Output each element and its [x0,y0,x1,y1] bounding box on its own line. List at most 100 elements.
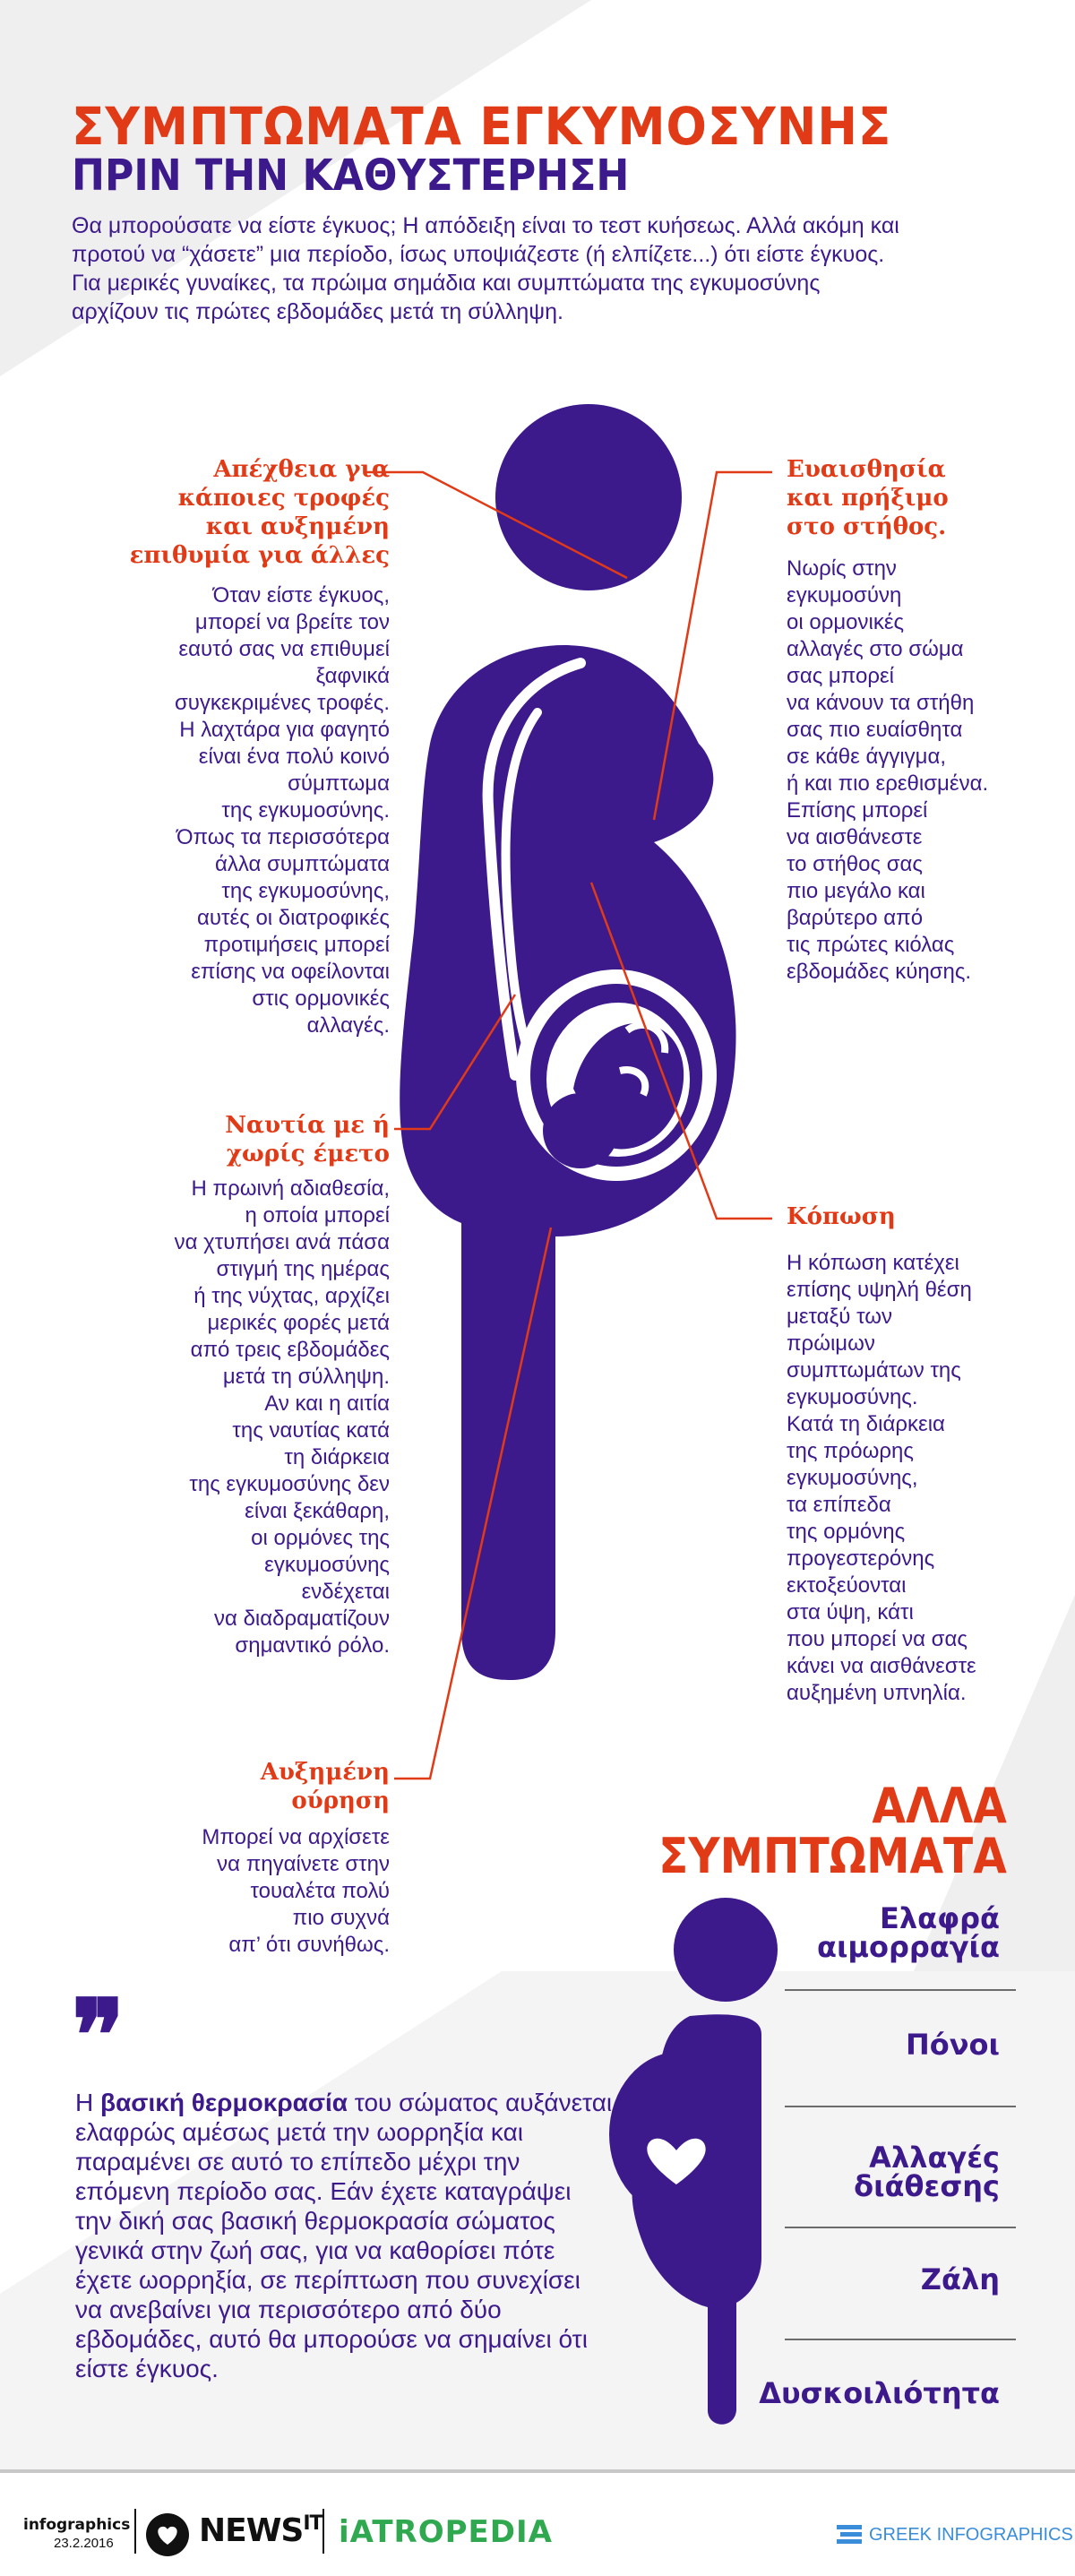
nausea-body-line: εγκυμοσύνης [264,1553,390,1577]
nausea-body-line: της ναυτίας κατά [232,1418,390,1443]
nausea-heading-line: Ναυτία με ή [225,1112,390,1139]
aversion-body-line: εαυτό σας να επιθυμεί [178,637,390,661]
aversion-body-line: αυτές οι διατροφικές [197,906,390,930]
breast-body-line: σε κάθε άγγιγμα, [787,745,947,769]
nausea-heading-line: χωρίς έμετο [226,1141,390,1167]
fatigue-body-line: στα ύψη, κάτι [787,1600,914,1624]
aversion-heading-line: και αυξημένη [205,513,390,540]
page-title: ΣΥΜΠΤΩΜΑΤΑ ΕΓΚΥΜΟΣΥΝΗΣ [72,96,892,157]
aversion-body-line: επίσης να οφείλονται [191,960,390,984]
aversion-heading-line: Απέχθεια για [213,456,390,483]
newsit-logo[interactable]: NEWSIT [199,2512,323,2549]
nausea-body-line: ενδέχεται [301,1580,390,1604]
breast-body-line: Νωρίς στην [787,556,897,581]
fatigue-body-line: που μπορεί να σας [787,1627,968,1651]
intro-paragraph: Θα μπορούσατε να είστε έγκυος; Η απόδειξ… [72,213,899,324]
small-pregnant-figure [609,1898,778,2425]
page-subtitle: ΠΡΙΝ ΤΗΝ ΚΑΘΥΣΤΕΡΗΣΗ [72,151,630,201]
breast-heading-line: Ευαισθησία [787,456,946,483]
nausea-body-line: σημαντικό ρόλο. [235,1633,390,1658]
aversion-heading-line: επιθυμία για άλλες [129,542,390,569]
nausea-body-line: Αν και η αιτία [264,1391,390,1416]
heart-logo-icon [146,2513,189,2556]
fatigue-body-line: κάνει να αισθάνεστε [787,1654,976,1678]
urination-body-line: απ’ ότι συνήθως. [228,1933,390,1957]
breast-body-line: να αισθάνεστε [787,825,923,849]
breast-body-line: Επίσης μπορεί [787,798,928,823]
aversion-body-line: της εγκυμοσύνης, [221,879,390,903]
breast-body-line: το στήθος σας [787,852,923,876]
breast-body-line: εβδομάδες κύησης. [787,960,972,984]
fatigue-body-line: εγκυμοσύνης, [787,1466,918,1490]
nausea-body-line: της εγκυμοσύνης δεν [189,1472,390,1496]
footer: infographics 23.2.2016 NEWSIT iATROPEDIA… [0,2473,1075,2576]
aversion-body-line: είναι ένα πολύ κοινό [198,745,390,769]
fatigue-body-line: Κατά τη διάρκεια [787,1412,945,1436]
other-symptom-pains-label: Πόνοι [905,2028,1000,2062]
newsit-logo-it: IT [303,2512,322,2535]
nausea-body-line: στιγμή της ημέρας [216,1257,391,1281]
nausea-body-line: να χτυπήσει ανά πάσα [174,1230,390,1254]
breast-body-line: σας πιο ευαίσθητα [787,718,963,742]
fatigue-body-line: αυξημένη υπνηλία. [787,1681,967,1705]
other-symptom-bleeding-line1: Ελαφρά [879,1901,1000,1935]
divider [785,2227,1016,2228]
breast-body-line: ή και πιο ερεθισμένα. [787,771,989,796]
divider [785,2339,1016,2340]
breast-body-line: βαρύτερο από [787,906,924,930]
fatigue-body-line: Η κόπωση κατέχει [787,1251,959,1275]
breast-body-line: τις πρώτες κιόλας [787,933,955,957]
urination-body: Μπορεί να αρχίσετε να πηγαίνετε στην τουαλ… [54,1824,390,1959]
aversion-body-line: συγκεκριμένες τροφές. [174,691,390,715]
urination-body-line: Μπορεί να αρχίσετε [202,1825,390,1849]
footer-separator [134,2509,136,2554]
breast-heading-line: στο στήθος. [787,513,947,540]
breast-body-line: να κάνουν τα στήθη [787,691,975,715]
other-symptom-mood: Αλλαγές διάθεσης [854,2143,1000,2201]
aversion-body-line: άλλα συμπτώματα [215,852,390,876]
nausea-body-line: τη διάρκεια [284,1445,390,1469]
fatigue-body-line: τα επίπεδα [787,1493,891,1517]
nausea-body-line: οι ορμόνες της [251,1526,390,1550]
other-symptoms-title-line1: ΑΛΛΑ [872,1778,1007,1834]
aversion-body-line: Η λαχτάρα για φαγητό [179,718,390,742]
quote-text-end: του σώματος αυξάνεται ελαφρώς αμέσως μετ… [75,2089,613,2382]
fatigue-body-line: συμπτωμάτων της [787,1358,961,1383]
breast-body-line: οι ορμονικές [787,610,905,634]
other-symptom-constipation: Δυσκοιλιότητα [759,2379,1000,2408]
urination-body-line: πιο συχνά [292,1906,390,1930]
fatigue-body-line: της ορμόνης [787,1520,906,1544]
divider [785,2106,1016,2107]
fatigue-body-line: πρώιμων [787,1331,875,1356]
nausea-body-line: μερικές φορές μετά [207,1311,390,1335]
fatigue-body-line: της πρόωρης [787,1439,914,1463]
aversion-body-line: αλλαγές. [306,1013,390,1038]
nausea-body-line: από τρεις εβδομάδες [190,1338,390,1362]
fatigue-heading: Κόπωση [787,1202,1055,1231]
urination-body-line: να πηγαίνετε στην [217,1852,390,1876]
breast-heading-line: και πρήξιμο [787,485,949,512]
other-symptom-mood-line2: διάθεσης [854,2169,1000,2203]
breast-body-line: πιο μεγάλο και [787,879,925,903]
other-symptom-constipation-label: Δυσκοιλιότητα [759,2376,1000,2410]
nausea-body-line: Η πρωινή αδιαθεσία, [191,1176,390,1201]
aversion-body-line: σύμπτωμα [288,771,390,796]
greek-infographics-logo[interactable]: GREEK INFOGRAPHICS [869,2525,1073,2545]
breast-body-line: εγκυμοσύνη [787,583,902,607]
other-symptom-mood-line1: Αλλαγές [869,2141,1000,2175]
urination-body-line: τουαλέτα πολύ [250,1879,390,1903]
quote-text-bold: βασική θερμοκρασία [100,2089,348,2116]
breast-body-line: σας μπορεί [787,664,894,688]
iatropedia-logo[interactable]: iATROPEDIA [339,2514,553,2550]
aversion-body-line: προτιμήσεις μπορεί [203,933,390,957]
aversion-body-line: της εγκυμοσύνης. [221,798,390,823]
